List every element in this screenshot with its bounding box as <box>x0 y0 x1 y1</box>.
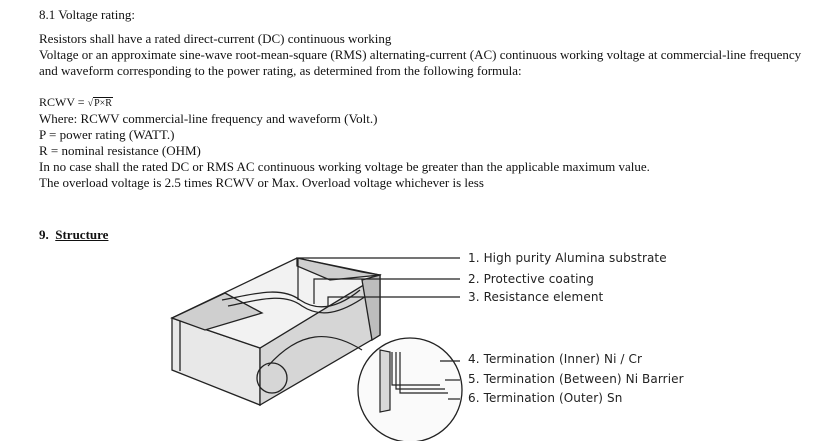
right-edge-band <box>361 274 381 342</box>
paragraph-line-2: Voltage or an approximate sine-wave root… <box>39 47 802 62</box>
r-definition: R = nominal resistance (OHM) <box>39 143 201 158</box>
detail-between-layer <box>395 352 445 390</box>
label-termination-between: 5. Termination (Between) Ni Barrier <box>468 372 684 386</box>
formula-radicand: P×R <box>93 97 113 109</box>
protective-coating-edge <box>221 289 361 308</box>
square-root-icon: √ <box>87 98 94 109</box>
label-alumina-substrate: 1. High purity Alumina substrate <box>468 251 667 265</box>
resistance-element-edge <box>227 295 367 314</box>
formula-lhs: RCWV = <box>39 95 88 109</box>
leader-line-3 <box>327 296 460 306</box>
leader-line-2 <box>313 278 460 304</box>
overload-statement: The overload voltage is 2.5 times RCWV o… <box>39 175 484 190</box>
paragraph-line-1: Resistors shall have a rated direct-curr… <box>39 31 392 46</box>
detail-outer-layer <box>399 352 448 394</box>
paragraph-line-3: and waveform corresponding to the power … <box>39 63 522 78</box>
label-protective-coating: 2. Protective coating <box>468 272 594 286</box>
label-termination-outer: 6. Termination (Outer) Sn <box>468 391 623 405</box>
section-9-number: 9. <box>39 227 49 242</box>
section-9-heading: 9. Structure <box>39 227 108 243</box>
section-9-title: Structure <box>55 227 109 242</box>
left-termination-cap <box>170 292 264 331</box>
detail-source-circle <box>256 362 288 394</box>
detail-substrate <box>379 349 391 413</box>
label-termination-inner: 4. Termination (Inner) Ni / Cr <box>468 352 642 366</box>
rcwv-formula: RCWV = √P×R <box>39 95 113 110</box>
label-resistance-element: 3. Resistance element <box>468 290 604 304</box>
right-termination-cap <box>296 257 381 281</box>
detail-connector <box>267 336 363 367</box>
detail-inner-layer <box>391 352 440 386</box>
no-case-statement: In no case shall the rated DC or RMS AC … <box>39 159 650 174</box>
section-8-1-heading: 8.1 Voltage rating: <box>39 7 135 22</box>
leader-line-1 <box>297 257 460 300</box>
p-definition: P = power rating (WATT.) <box>39 127 175 142</box>
where-definition: Where: RCWV commercial-line frequency an… <box>39 111 378 126</box>
